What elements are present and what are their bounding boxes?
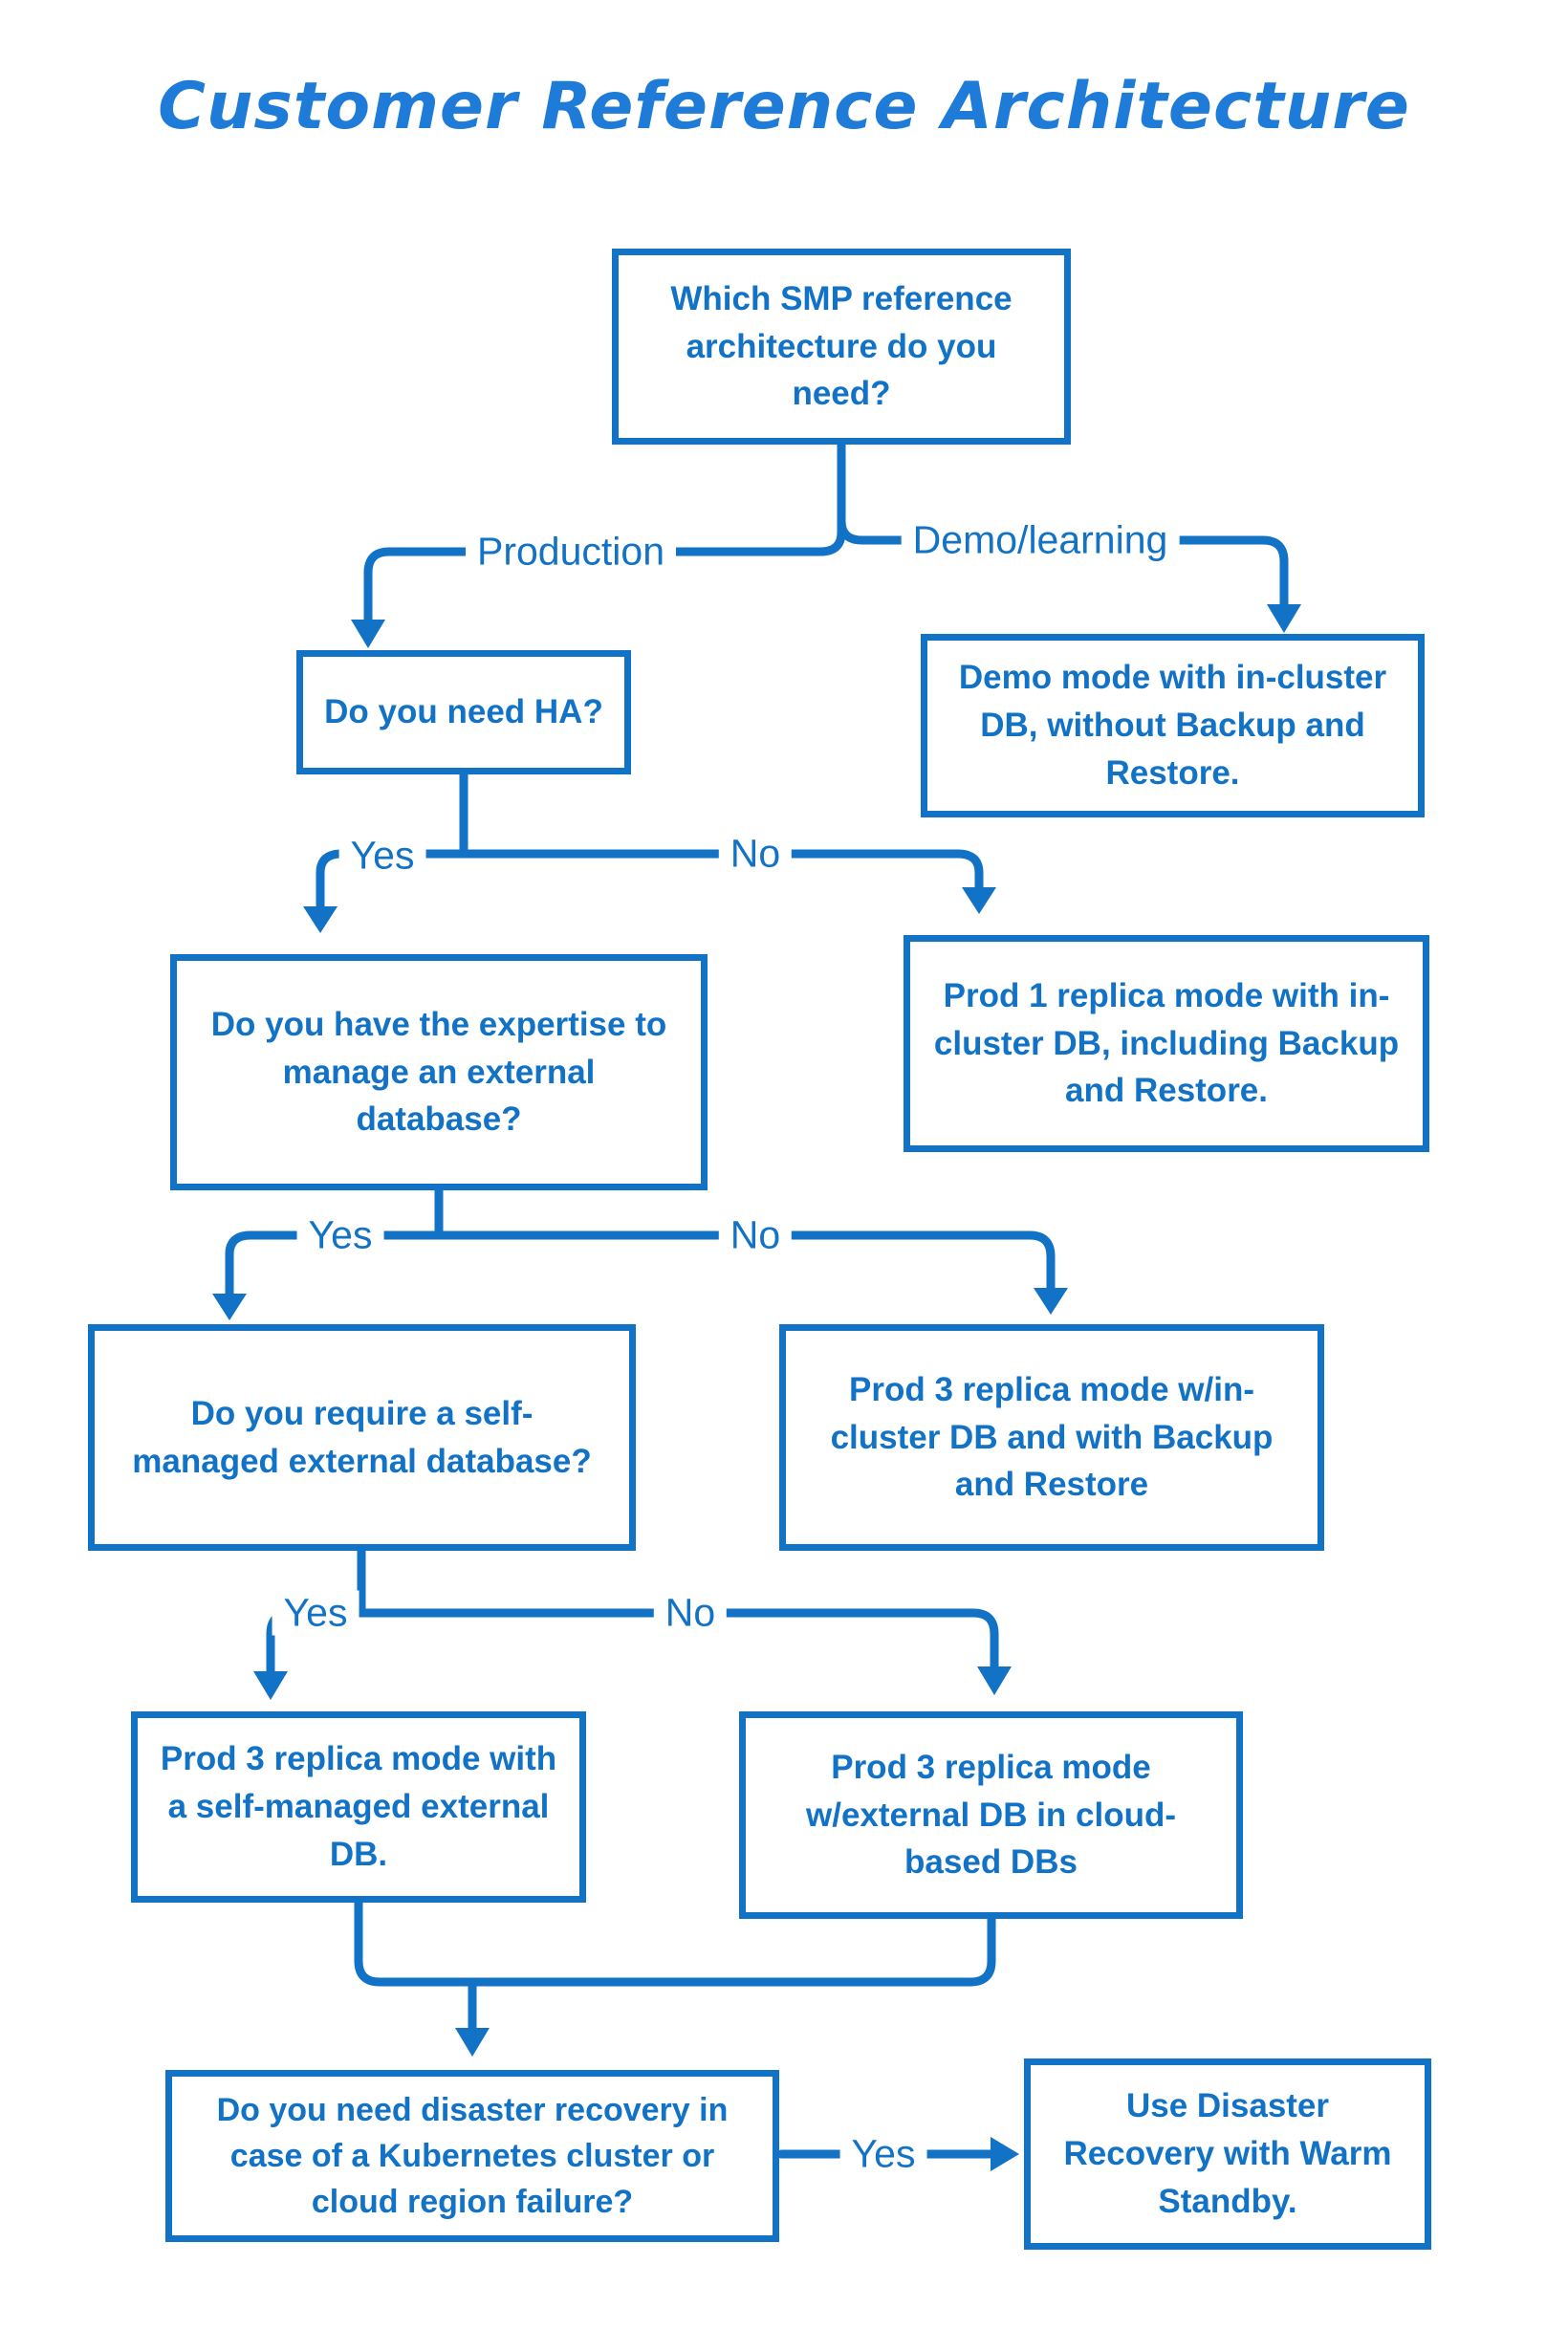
arrowhead-to-demo: [1267, 604, 1301, 633]
node-prod3-cloud-outcome: Prod 3 replica mode w/external DB in clo…: [739, 1711, 1243, 1919]
node-self-managed-db-question: Do you require a self-managed external d…: [88, 1324, 636, 1551]
arrowhead-to-q-expertise: [303, 906, 338, 933]
node-text: Do you have the expertise to manage an e…: [210, 1005, 667, 1139]
edge-label-expertise-no: No: [718, 1212, 793, 1258]
node-demo-mode-outcome: Demo mode with in-cluster DB, without Ba…: [921, 634, 1425, 817]
node-text: Prod 3 replica mode w/in-cluster DB and …: [830, 1370, 1274, 1504]
edge-expertise-split: [225, 1230, 1056, 1300]
edge-ha-split: [316, 849, 984, 913]
node-warm-standby-outcome: Use Disaster Recovery with Warm Standby.: [1024, 2058, 1431, 2250]
node-expertise-question: Do you have the expertise to manage an e…: [170, 954, 708, 1190]
node-need-ha-question: Do you need HA?: [296, 650, 631, 774]
edge-label-selfmanaged-no: No: [653, 1590, 728, 1636]
edge-merge-line: [354, 1896, 996, 1987]
arrowhead-to-prod1: [962, 887, 996, 914]
node-prod3-selfmanaged-outcome: Prod 3 replica mode with a self-managed …: [131, 1711, 586, 1903]
node-text: Prod 3 replica mode w/external DB in clo…: [806, 1748, 1176, 1882]
node-text: Use Disaster Recovery with Warm Standby.: [1063, 2087, 1392, 2220]
edge-label-production: Production: [465, 529, 677, 575]
edge-label-expertise-yes: Yes: [296, 1212, 384, 1258]
node-text: Demo mode with in-cluster DB, without Ba…: [958, 659, 1387, 792]
edge-label-ha-no: No: [718, 831, 793, 877]
node-text: Prod 3 replica mode with a self-managed …: [160, 1740, 557, 1873]
edge-label-demo-learning: Demo/learning: [901, 517, 1180, 563]
edge-label-selfmanaged-yes: Yes: [272, 1590, 359, 1636]
arrowhead-to-q-ha: [351, 620, 385, 648]
node-text: Do you require a self-managed external d…: [132, 1394, 592, 1480]
edge-label-ha-yes: Yes: [338, 833, 426, 879]
edge-demo-line: [837, 516, 1289, 611]
node-text: Prod 1 replica mode with in-cluster DB, …: [933, 976, 1400, 1110]
arrowhead-to-q-dr: [455, 2028, 490, 2057]
arrowhead-to-prod3-cloud: [977, 1666, 1012, 1695]
arrowhead-to-prod3-incluster: [1034, 1288, 1068, 1315]
arrowhead-to-q-selfmanaged: [212, 1294, 247, 1320]
node-which-smp-reference-question: Which SMP reference architecture do you …: [612, 249, 1071, 445]
node-prod1-replica-outcome: Prod 1 replica mode with in-cluster DB, …: [904, 935, 1429, 1152]
node-text: Do you need disaster recovery in case of…: [216, 2091, 729, 2221]
edge-selfmanaged-split: [266, 1608, 999, 1678]
node-text: Do you need HA?: [324, 693, 603, 731]
node-disaster-recovery-question: Do you need disaster recovery in case of…: [165, 2070, 779, 2242]
page-title: Customer Reference Architecture: [158, 69, 1410, 144]
node-text: Which SMP reference architecture do you …: [670, 279, 1013, 413]
arrowhead-to-prod3-self: [253, 1671, 288, 1700]
edge-label-dr-yes: Yes: [839, 2131, 927, 2177]
node-prod3-incluster-outcome: Prod 3 replica mode w/in-cluster DB and …: [779, 1324, 1324, 1551]
arrowhead-to-dr-warm: [991, 2137, 1019, 2171]
